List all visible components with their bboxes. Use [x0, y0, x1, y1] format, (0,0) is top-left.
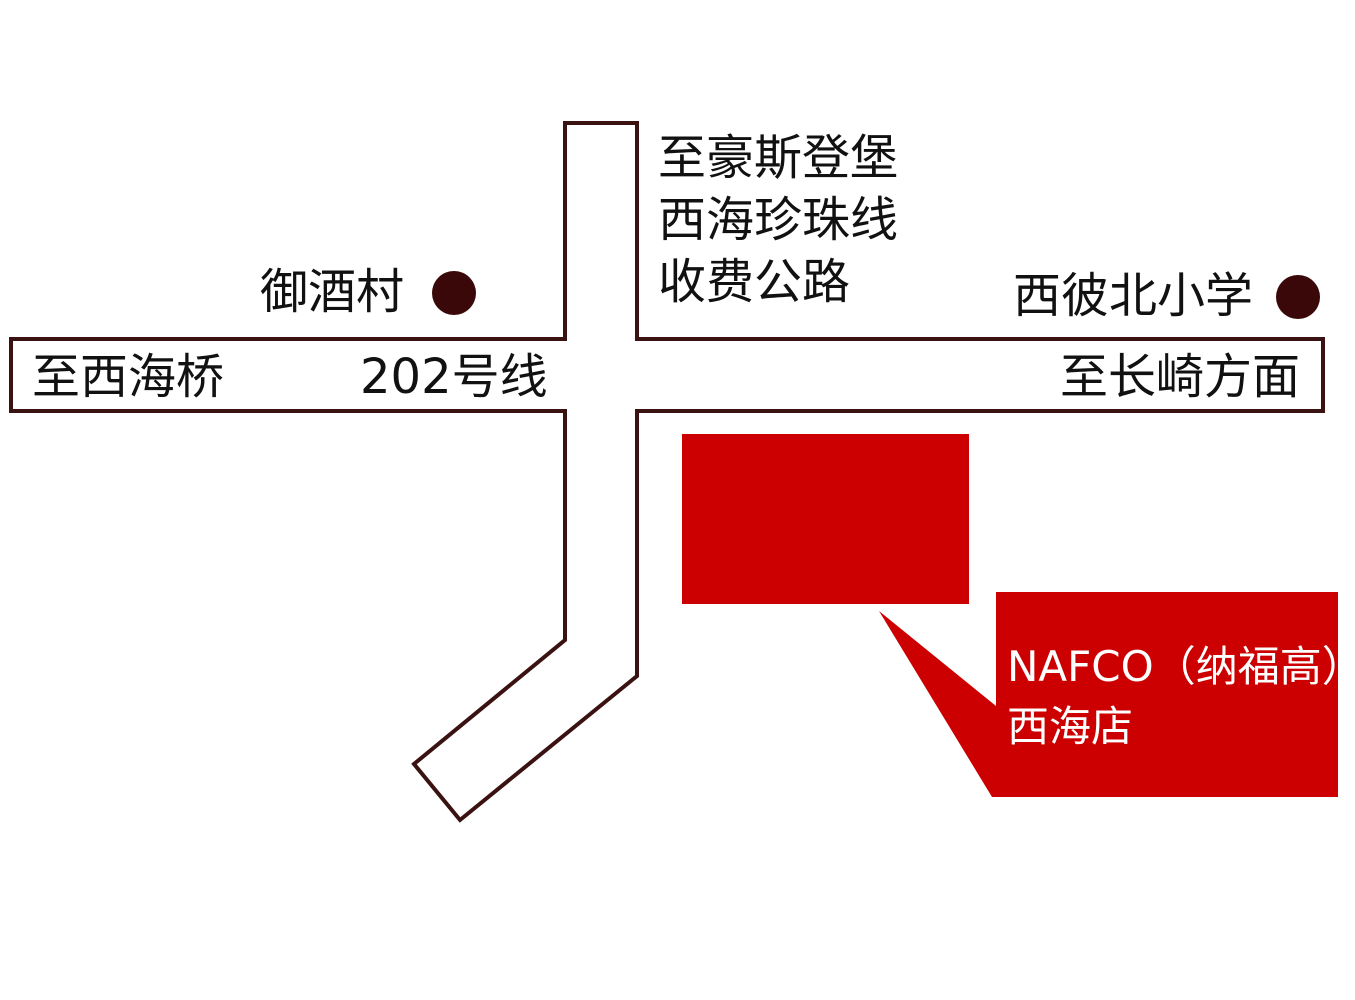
north-road-line-3: 收费公路	[658, 254, 851, 310]
store-callout	[879, 592, 1338, 797]
north-road-line-1: 至豪斯登堡	[658, 130, 899, 186]
store-branch: 西海店	[1007, 702, 1134, 751]
landmark-label-east: 西彼北小学	[1013, 268, 1254, 324]
road-network	[9, 121, 1325, 823]
store-name: NAFCO（纳福高）	[1007, 642, 1355, 691]
west-destination-label: 至西海桥	[32, 349, 225, 405]
landmark-marker-icon	[432, 271, 476, 315]
store-building[interactable]	[682, 434, 969, 604]
landmark-marker-icon	[1276, 275, 1320, 319]
north-road-label: 至豪斯登堡 西海珍珠线 收费公路	[658, 127, 898, 313]
store-label: NAFCO（纳福高） 西海店	[1007, 637, 1355, 757]
route-name-label: 202号线	[360, 349, 548, 405]
landmark-label-west: 御酒村	[260, 264, 405, 320]
east-destination-label: 至长崎方面	[1060, 349, 1301, 405]
north-road-line-2: 西海珍珠线	[658, 192, 899, 248]
